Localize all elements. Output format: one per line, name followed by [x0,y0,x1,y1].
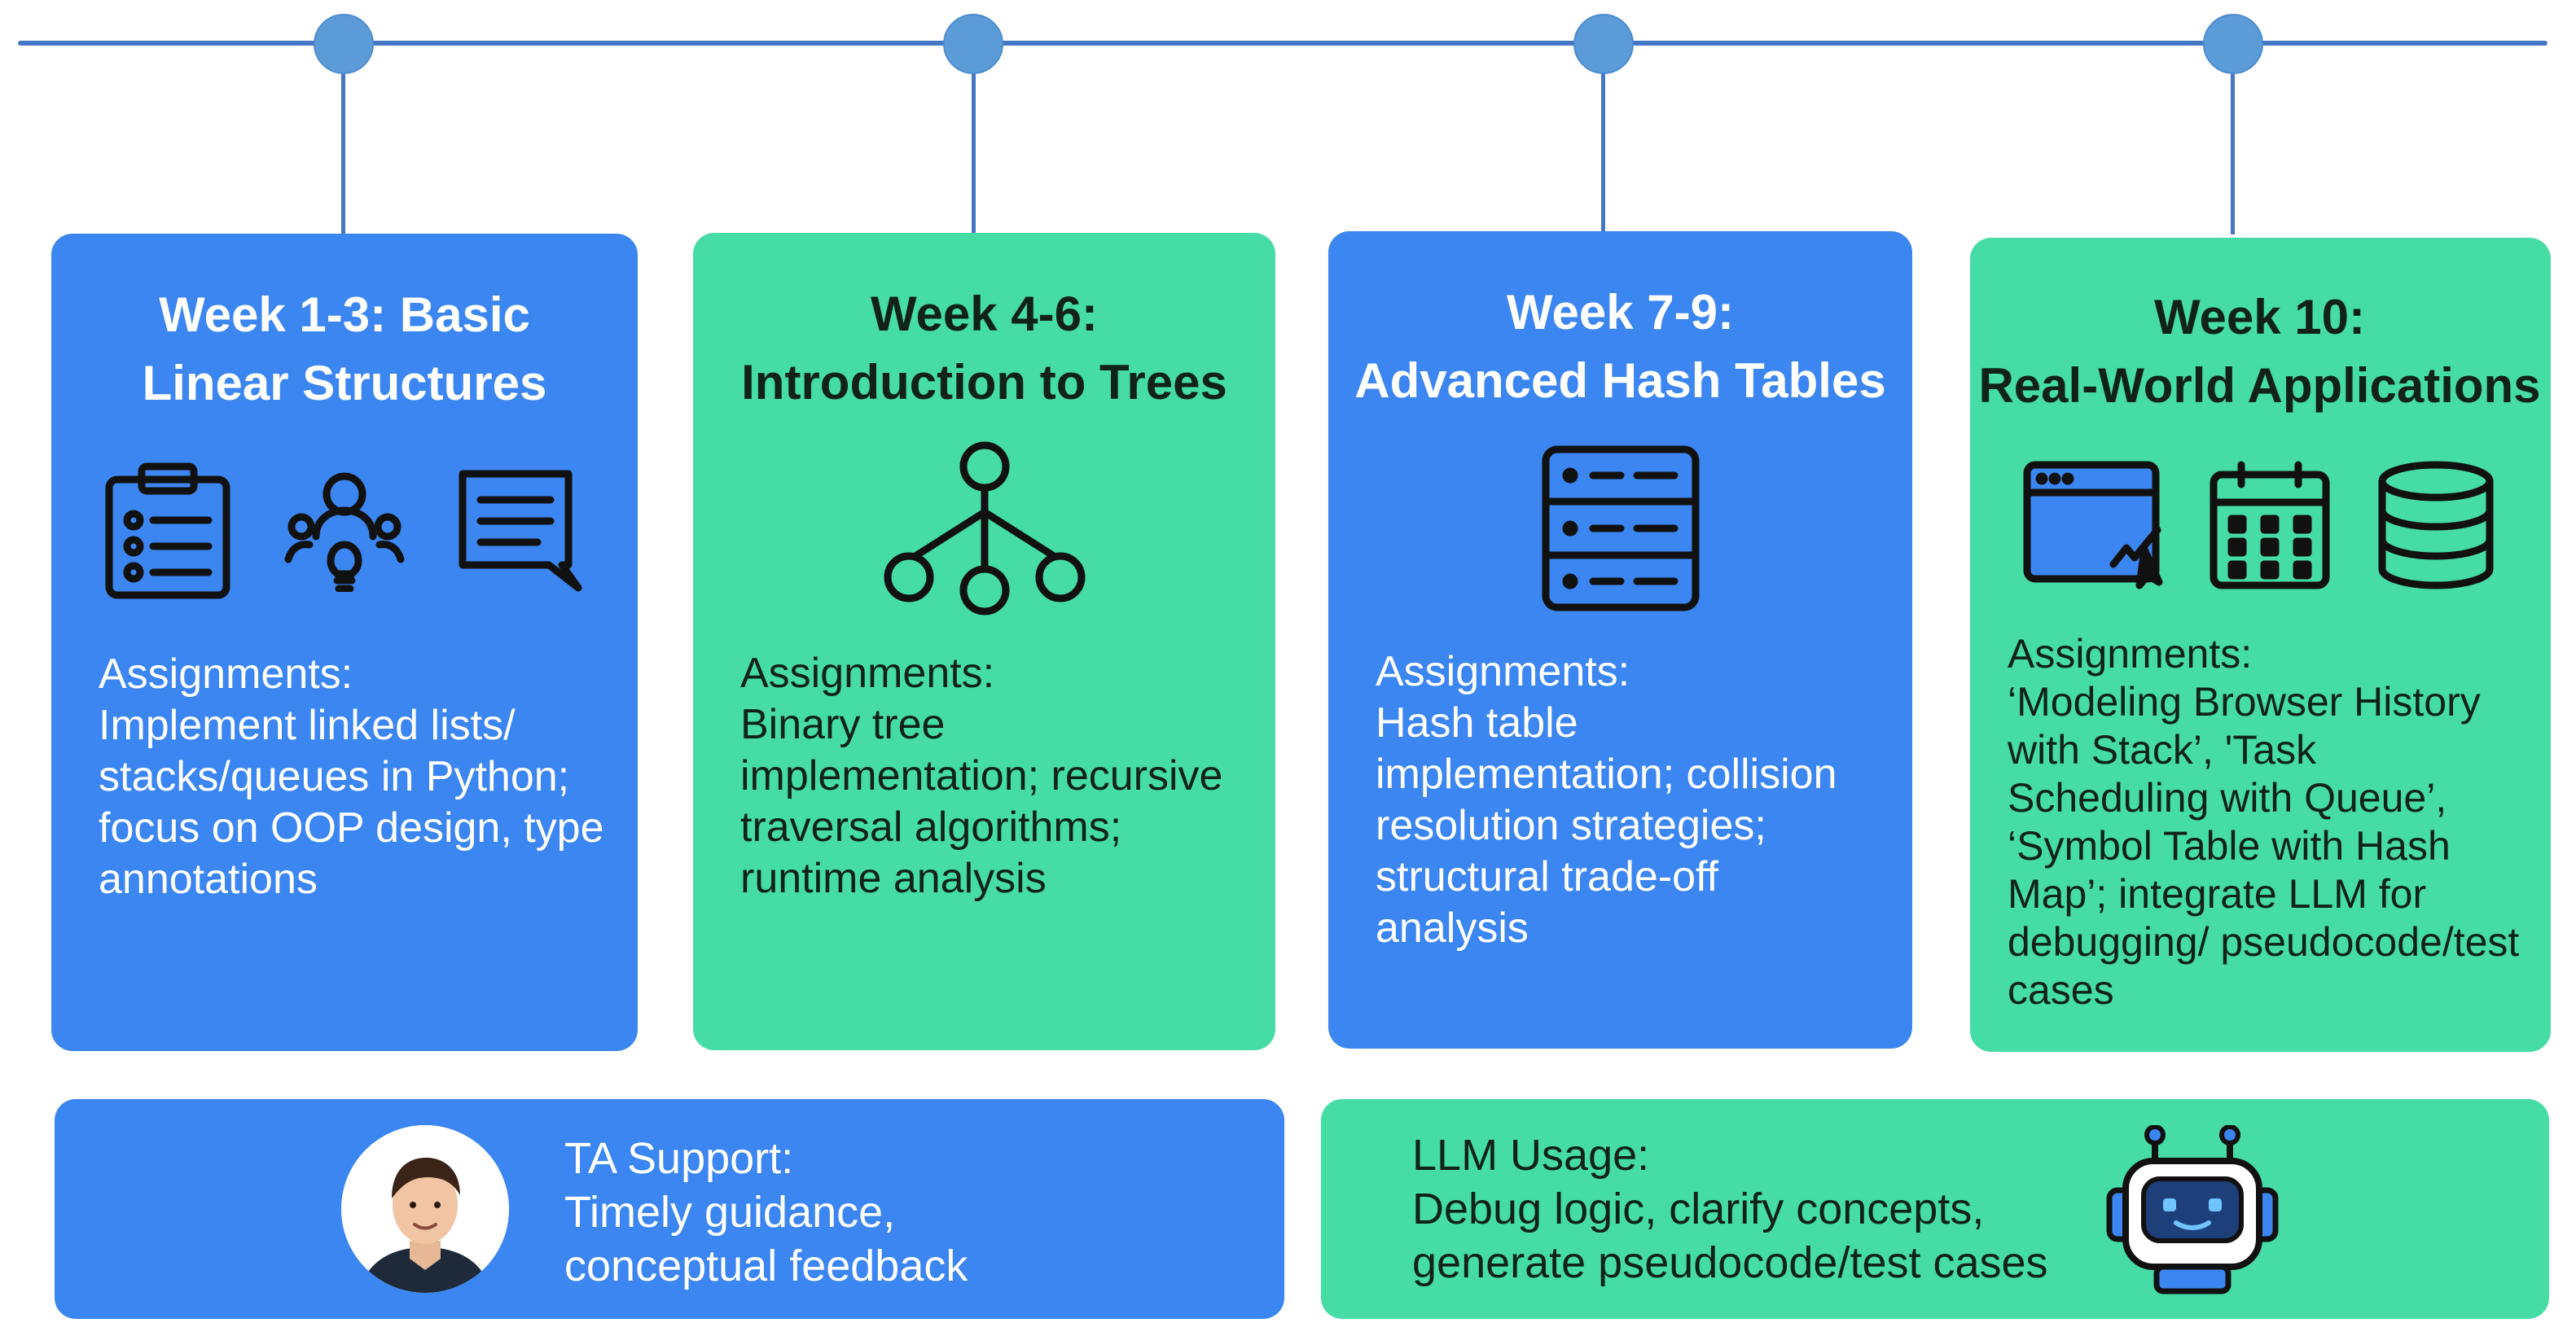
tree-structure-icon [884,441,1085,615]
calendar-icon [2210,461,2330,589]
timeline-connector-2 [972,72,976,234]
ta-support-description: Timely guidance, conceptual feedback [564,1188,968,1290]
timeline-line [18,41,2547,46]
assignments-label: Assignments: [2008,631,2253,677]
chat-document-icon [459,470,582,592]
browser-window-icon [2023,461,2163,589]
assignments-text: Hash table implementation; collision res… [1376,699,1837,952]
timeline-connector-3 [1601,72,1605,234]
week-card-icons [1361,443,1880,614]
week-card-1: Week 1-3: Basic Linear Structures Assign… [51,234,638,1051]
week-card-title: Week 10: Real-World Applications [1978,290,2541,413]
assignments-text: ‘Modeling Browser History with Stack’, '… [2008,679,2520,1013]
timeline-node-3 [1573,14,1634,74]
assignments-text: Binary tree implementation; recursive tr… [740,701,1223,902]
assignments-label: Assignments: [99,650,353,698]
week-card-2: Week 4-6: Introduction to Trees Assignme… [693,233,1275,1050]
week-card-icons [726,441,1243,615]
ta-support-label: TA Support: [564,1134,794,1183]
ta-support-bar: TA Support: Timely guidance, conceptual … [55,1099,1284,1319]
week-card-title: Week 4-6: Introduction to Trees [741,287,1227,410]
timeline-node-2 [943,14,1003,74]
timeline-connector-4 [2231,72,2235,234]
timeline-node-4 [2203,14,2263,74]
week-card-icons [84,445,605,616]
ta-support-text: TA Support: Timely guidance, conceptual … [564,1132,1020,1293]
server-table-icon [1542,445,1699,611]
llm-usage-bar: LLM Usage: Debug logic, clarify concepts… [1321,1099,2549,1319]
database-icon [2378,461,2494,589]
timeline-node-1 [314,14,374,74]
week-card-title: Week 1-3: Basic Linear Structures [142,287,547,410]
llm-usage-text: LLM Usage: Debug logic, clarify concepts… [1412,1128,2064,1290]
assignments-text: Implement linked lists/ stacks/queues in… [99,702,604,903]
robot-icon [2106,1125,2279,1294]
assignments-label: Assignments: [1376,648,1630,695]
week-card-assignments: Assignments: Implement linked lists/ sta… [99,649,605,905]
week-card-assignments: Assignments: Binary tree implementation;… [740,648,1243,905]
week-card-title: Week 7-9: Advanced Hash Tables [1354,285,1886,408]
team-lightbulb-icon [284,472,405,592]
week-card-3: Week 7-9: Advanced Hash Tables Assignmen… [1328,231,1912,1049]
week-card-4: Week 10: Real-World Applications Assignm… [1970,238,2551,1052]
week-card-assignments: Assignments: Hash table implementation; … [1376,646,1880,954]
timeline-connector-1 [341,72,345,234]
clipboard-list-icon [105,462,230,599]
llm-usage-label: LLM Usage: [1412,1131,1650,1180]
student-avatar [341,1125,509,1293]
week-card-assignments: Assignments: ‘Modeling Browser History w… [2008,630,2526,1014]
llm-usage-description: Debug logic, clarify concepts, generate … [1412,1185,2048,1287]
assignments-label: Assignments: [740,650,995,697]
week-card-icons [1993,440,2526,611]
